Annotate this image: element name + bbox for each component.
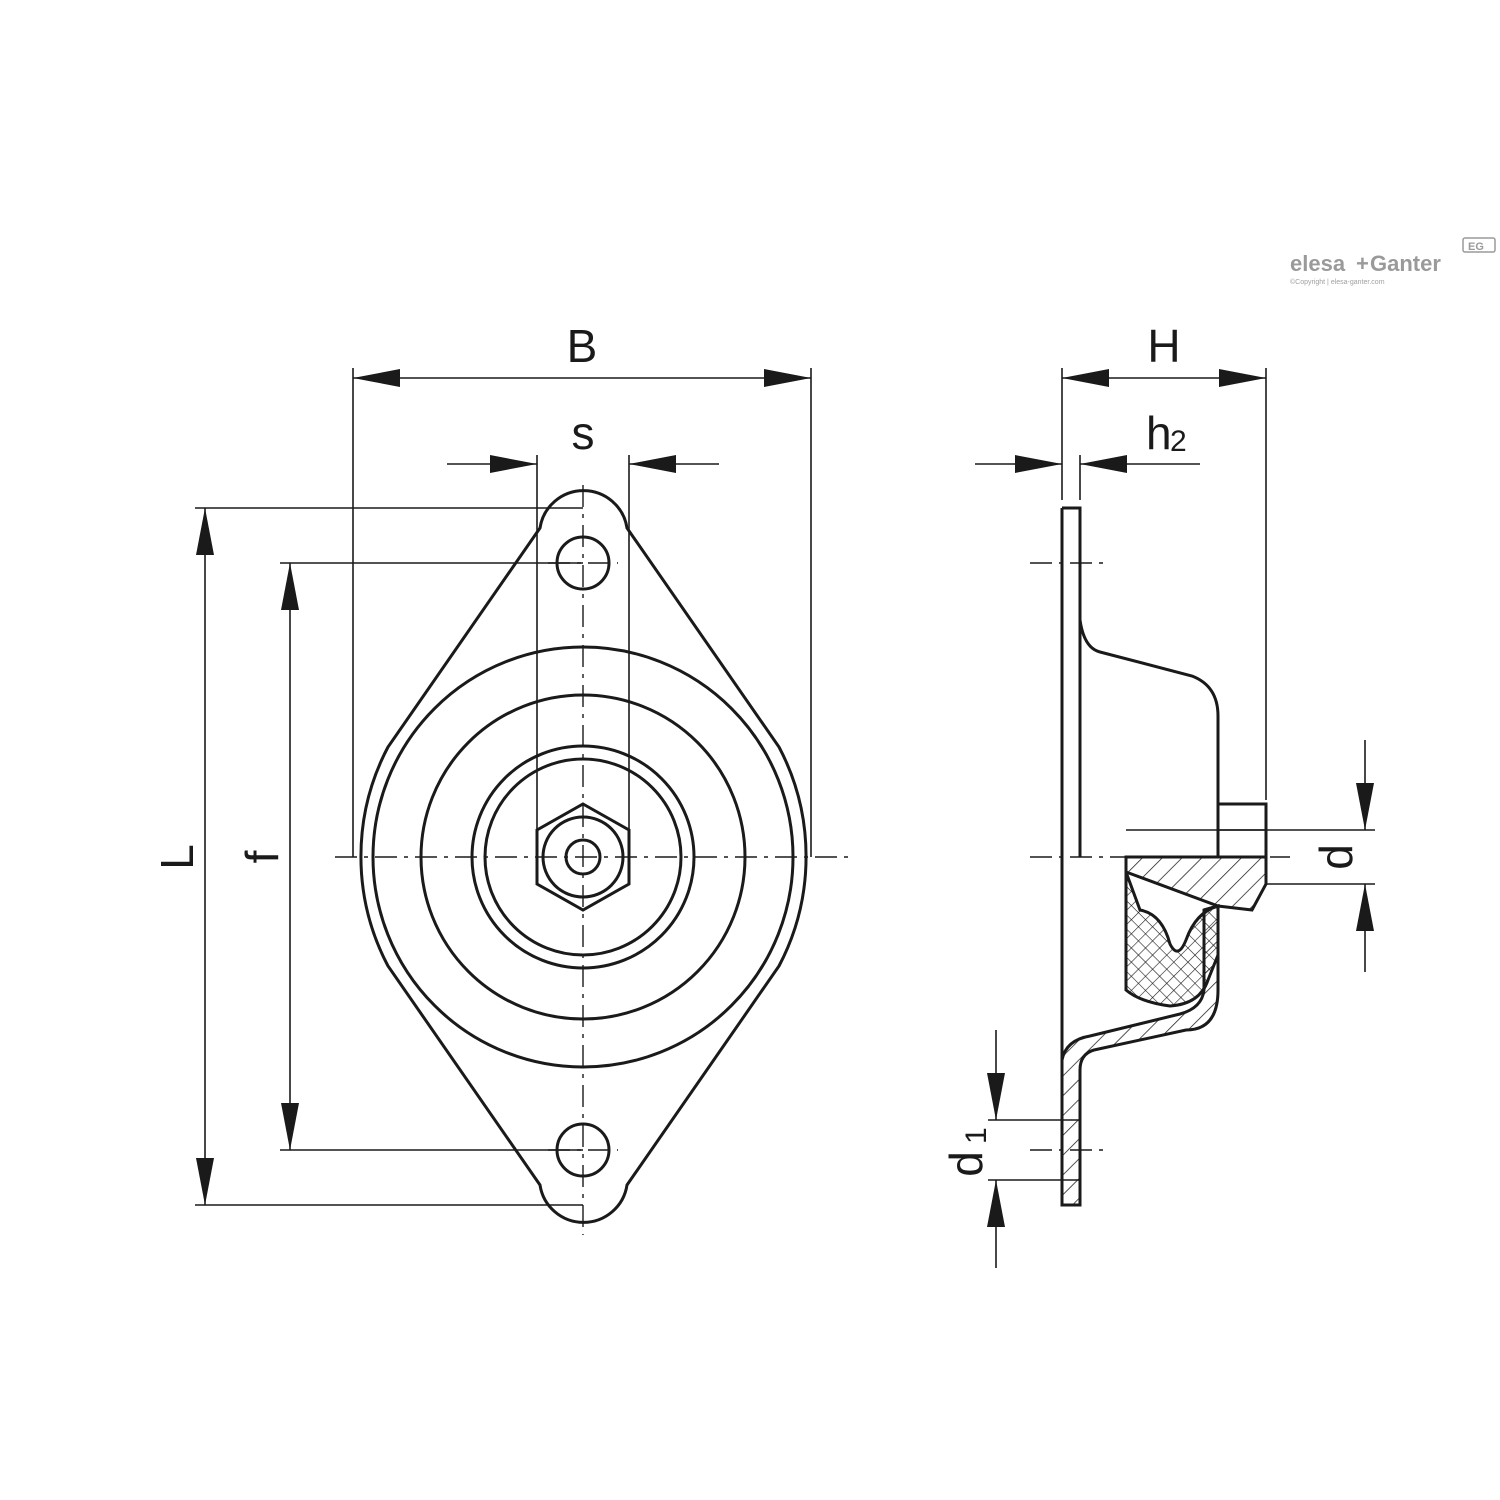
arrowhead (764, 369, 811, 387)
outer-cup-section (1060, 904, 1220, 1207)
upper-housing-profile (1078, 619, 1220, 857)
cup-rim (1203, 904, 1219, 912)
arrowhead (1356, 783, 1374, 830)
label-d: d (1310, 844, 1362, 870)
side-view (1030, 506, 1290, 1207)
dimension-H: H (1061, 320, 1267, 800)
label-L: L (151, 844, 203, 870)
brand-name-ganter: Ganter (1370, 251, 1441, 276)
dimension-L: L (151, 507, 583, 1206)
brand-logo: elesa + Ganter EG ©Copyright | elesa-gan… (1290, 237, 1496, 286)
hatched-plate-section (1124, 855, 1268, 912)
label-h2-main: h (1146, 407, 1172, 459)
brand-badge-frame (1462, 237, 1496, 253)
arrowhead (281, 563, 299, 610)
dimension-h2: h 2 (975, 407, 1200, 500)
brand-name-separator: + (1356, 251, 1369, 276)
arrowhead (490, 455, 537, 473)
label-d1-main: d (940, 1151, 992, 1177)
label-f: f (236, 850, 288, 863)
front-view (335, 485, 850, 1235)
dimension-s: s (447, 407, 719, 830)
arrowhead (1219, 369, 1266, 387)
flange-outline (359, 489, 808, 1224)
dimension-d: d (1126, 740, 1375, 972)
label-h2-sub: 2 (1170, 425, 1187, 458)
arrowhead (196, 1158, 214, 1205)
copyright-text: ©Copyright | elesa-ganter.com (1290, 278, 1385, 286)
arrowhead (987, 1180, 1005, 1227)
dimension-f: f (236, 562, 583, 1151)
arrowhead (1015, 455, 1062, 473)
arrowhead (987, 1073, 1005, 1120)
label-B: B (567, 320, 598, 372)
brand-name-elesa: elesa (1290, 251, 1346, 276)
arrowhead (1356, 884, 1374, 931)
label-s: s (572, 407, 595, 459)
dimension-B: B (352, 320, 812, 857)
dimension-d1: d 1 (940, 1030, 1062, 1268)
arrowhead (281, 1103, 299, 1150)
label-d1-sub: 1 (960, 1127, 993, 1144)
arrowhead (353, 369, 400, 387)
arrowhead (196, 508, 214, 555)
arrowhead (1080, 455, 1127, 473)
arrowhead (1062, 369, 1109, 387)
brand-badge: EG (1468, 241, 1484, 253)
arrowhead (629, 455, 676, 473)
label-H: H (1147, 320, 1180, 372)
